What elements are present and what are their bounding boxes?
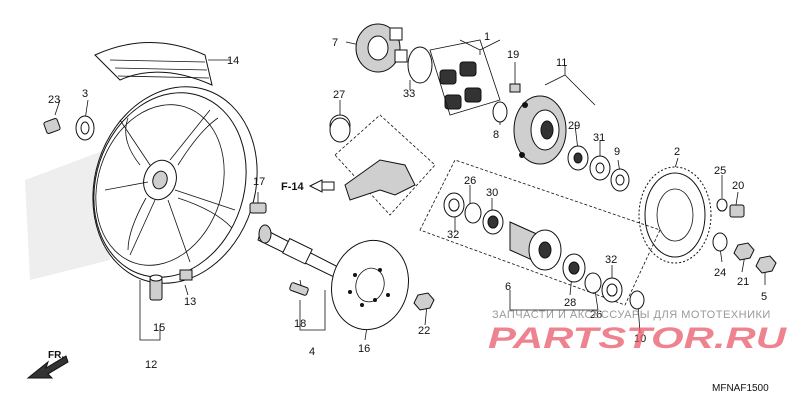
- weight-13: [179, 269, 193, 281]
- front-direction-label: FR.: [48, 350, 64, 361]
- callout-16: 16: [358, 343, 370, 355]
- hub-bearing-group: [419, 159, 661, 306]
- callout-9: 9: [614, 146, 620, 158]
- callout-6: 6: [505, 281, 511, 293]
- washer-25: [716, 198, 728, 212]
- callout-13: 13: [184, 296, 196, 308]
- o-ring-33: [407, 46, 433, 84]
- seal-32-right: [601, 277, 623, 303]
- distance-collar-30: [482, 209, 504, 235]
- callout-31: 31: [593, 132, 605, 144]
- callout-30: 30: [486, 187, 498, 199]
- watermark-tagline: ЗАПЧАСТИ И АКСЕССУАРЫ ДЛЯ МОТОТЕХНИКИ: [492, 309, 771, 321]
- damper-rubbers-1: [439, 61, 482, 110]
- callout-25: 25: [714, 165, 726, 177]
- watermark: ЗАПЧАСТИ И АКСЕССУАРЫ ДЛЯ МОТОТЕХНИКИ PA…: [488, 309, 788, 355]
- callout-1: 1: [484, 31, 490, 43]
- callout-24: 24: [714, 267, 726, 279]
- callout-32-left: 32: [447, 229, 459, 241]
- callout-14: 14: [227, 55, 239, 67]
- bolt-18: [289, 282, 309, 296]
- hub-6: [509, 221, 562, 271]
- bolt-17: [249, 202, 267, 214]
- reference-F14-label: F-14: [281, 181, 305, 193]
- callout-11: 11: [556, 57, 567, 69]
- nut-21: [733, 242, 755, 261]
- callout-15: 15: [153, 322, 165, 334]
- seal-32-left: [443, 192, 465, 218]
- rear-wheel: [92, 86, 258, 284]
- rear-axle-4: [257, 224, 341, 279]
- collar-10: [629, 290, 645, 310]
- reference-F14: F-14: [281, 179, 335, 193]
- callout-22: 22: [418, 325, 430, 337]
- washer-24: [712, 232, 728, 252]
- callout-32-right: 32: [605, 254, 617, 266]
- callout-26-left: 26: [464, 175, 476, 187]
- collar-31: [589, 155, 611, 181]
- callout-18: 18: [294, 318, 306, 330]
- seal-9: [610, 168, 630, 192]
- o-ring-8: [492, 101, 508, 123]
- callout-33: 33: [403, 88, 415, 100]
- watermark-brand: PARTSTOR.RU: [488, 322, 788, 355]
- callout-21: 21: [737, 276, 749, 288]
- diagram-code: MFNAF1500: [712, 383, 769, 394]
- watermark-logo-shape: [25, 150, 110, 280]
- valve-stem-15: [149, 274, 163, 301]
- callout-29: 29: [568, 120, 580, 132]
- callout-19: 19: [507, 49, 519, 61]
- stud-bolt-20: [729, 204, 745, 218]
- damper-holder-7: [355, 23, 408, 73]
- circlip-26-right: [584, 272, 602, 294]
- callout-3: 3: [82, 88, 88, 100]
- callout-17: 17: [253, 176, 265, 188]
- callout-10: 10: [634, 333, 646, 345]
- callout-4: 4: [309, 346, 315, 358]
- callout-5: 5: [761, 291, 767, 303]
- callout-12: 12: [145, 359, 157, 371]
- nut-5: [755, 255, 777, 274]
- callout-26-right: 26: [590, 309, 602, 321]
- callout-23: 23: [48, 94, 60, 106]
- nut-22: [413, 292, 435, 311]
- bearing-28: [562, 253, 586, 283]
- callout-8: 8: [493, 129, 499, 141]
- bolt-19: [509, 83, 521, 93]
- rear-tire: [94, 42, 213, 86]
- damper-frame: [429, 39, 501, 116]
- callout-27: 27: [333, 89, 345, 101]
- brake-disc-16: [330, 239, 410, 331]
- callout-20: 20: [732, 180, 744, 192]
- bolt-23: [43, 118, 61, 134]
- callout-2: 2: [674, 146, 680, 158]
- driven-sprocket-2: [638, 166, 712, 264]
- bearing-29: [567, 145, 589, 171]
- callout-numbers: 1 2 3 4 5 6 7 8 9 10 11 12 13 14 15 16 1…: [48, 31, 767, 371]
- callout-28: 28: [564, 297, 576, 309]
- driven-flange-11: [513, 95, 567, 165]
- circlip-27: [329, 117, 351, 143]
- callout-7: 7: [332, 37, 338, 49]
- bearing-26-left: [464, 202, 482, 224]
- front-direction-arrow: FR.: [26, 350, 69, 379]
- collar-3: [75, 115, 95, 141]
